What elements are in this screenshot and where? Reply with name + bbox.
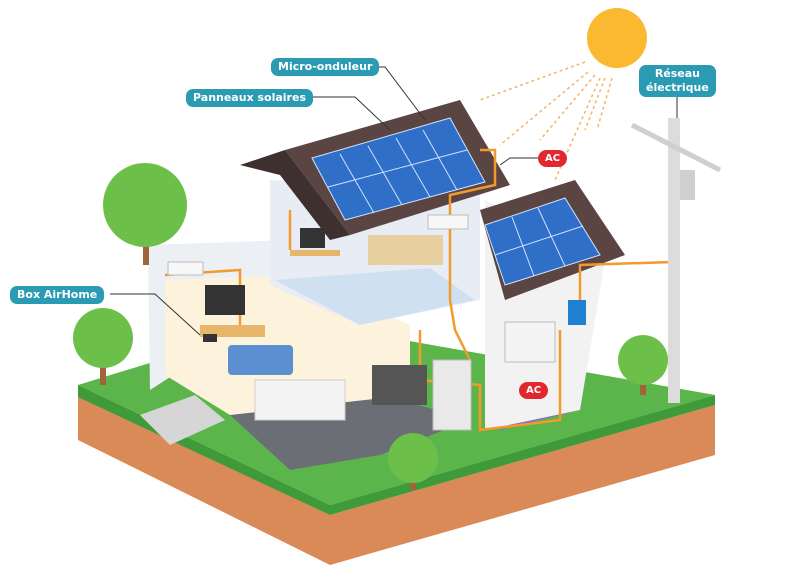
- grid-label-line1: Réseau: [654, 67, 701, 80]
- roof-edge: [240, 150, 350, 240]
- ground-soil: [78, 395, 715, 565]
- tv: [205, 285, 245, 315]
- trees: [73, 163, 668, 490]
- monitor: [300, 228, 325, 248]
- micro-inverter-label: Micro-onduleur: [271, 58, 380, 76]
- sun: [587, 8, 647, 68]
- upper-floor: [275, 268, 475, 325]
- box-airhome-label: Box AirHome: [10, 286, 105, 304]
- air-conditioner-lower: [167, 261, 204, 276]
- ac-badge-top: AC: [538, 150, 568, 167]
- air-conditioner-upper: [427, 214, 469, 230]
- stairs: [140, 395, 225, 445]
- sofa: [228, 345, 293, 375]
- solar-panels-main: [311, 117, 486, 221]
- solar-panels-label: Panneaux solaires: [186, 89, 313, 107]
- solar-panels-right: [484, 197, 601, 286]
- grid-label: Réseau électrique: [639, 65, 716, 97]
- desk: [290, 250, 340, 256]
- bed: [368, 235, 443, 265]
- ac-badge-bottom: AC: [519, 382, 549, 399]
- stove: [372, 365, 427, 405]
- box-airhome-device: [203, 334, 217, 342]
- utility-pole: [630, 118, 722, 403]
- washing-machine: [504, 321, 556, 363]
- kitchen-counter: [254, 379, 346, 421]
- fridge: [432, 359, 472, 431]
- grid-label-line2: électrique: [646, 81, 709, 94]
- electric-meter: [568, 300, 586, 325]
